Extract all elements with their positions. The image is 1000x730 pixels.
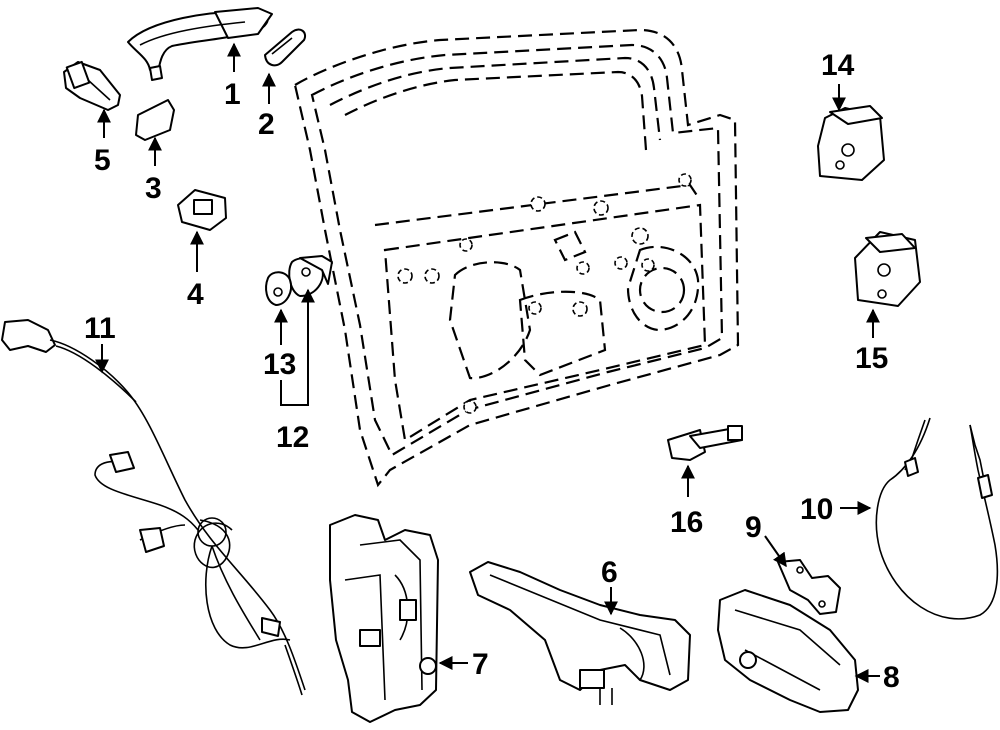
callout-5: 5 [94,144,111,177]
control-cable-part [875,417,999,620]
hinge-shim-part [265,271,292,306]
wiring-harness-part [1,319,306,696]
bracket-part [777,559,841,615]
handle-gasket-part [264,28,306,67]
lock-cylinder-part [63,60,121,111]
upper-hinge-part [817,105,885,181]
callout-3: 3 [145,172,162,205]
callout-11: 11 [84,312,116,345]
callout-6: 6 [601,556,618,589]
door-shell [293,28,740,488]
door-check-part [667,425,743,461]
callout-13: 13 [263,348,296,381]
hinge-pad-part [288,255,333,297]
callout-8: 8 [883,661,900,694]
cylinder-cap-part [135,99,175,141]
callout-2: 2 [258,108,275,141]
handle-reinforcement-part [469,561,691,705]
callout-1: 1 [224,78,241,111]
outside-handle-part [127,7,273,81]
handle-bezel-part [177,189,227,231]
callout-16: 16 [670,506,703,539]
callout-14: 14 [821,49,855,82]
leader-lines [95,42,880,683]
callout-labels: 1 2 3 4 5 6 7 8 9 10 11 12 13 14 15 16 [84,49,900,694]
callout-12: 12 [276,421,309,454]
callout-9: 9 [745,511,762,544]
inside-handle-part [717,589,859,713]
latch-assembly-part [329,514,439,723]
callout-10: 10 [800,493,833,526]
lower-hinge-part [854,231,921,307]
callout-15: 15 [855,342,888,375]
callout-4: 4 [187,278,204,311]
callout-7: 7 [472,648,489,681]
